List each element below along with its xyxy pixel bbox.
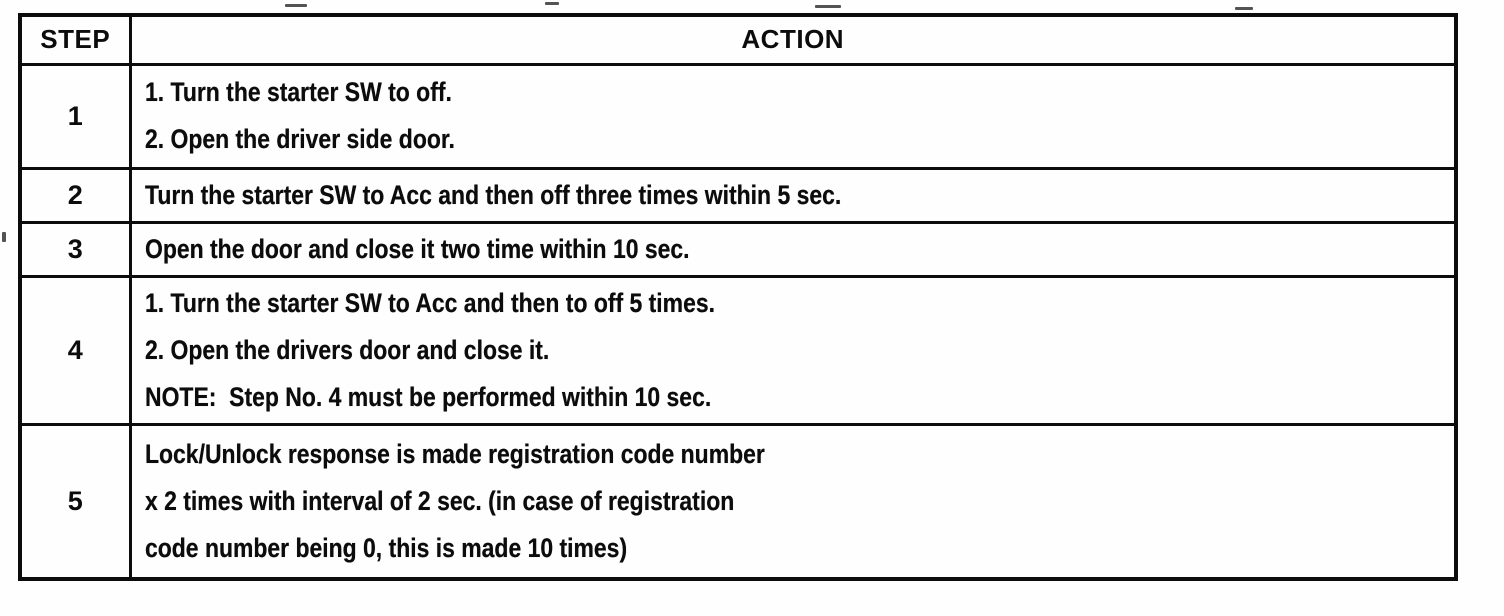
step-number: 5 <box>18 422 132 581</box>
table-row: 2 Turn the starter SW to Acc and then of… <box>18 166 1458 224</box>
action-line: 2. Open the drivers door and close it. <box>144 334 549 365</box>
action-line: NOTE: Step No. 4 must be performed withi… <box>144 381 711 412</box>
step-number: 4 <box>18 274 132 426</box>
action-cell: 1. Turn the starter SW to Acc and then t… <box>128 274 1458 426</box>
action-line: 2. Open the driver side door. <box>144 124 455 154</box>
scan-artifact <box>1235 7 1253 10</box>
table-header: STEP ACTION <box>18 13 1458 66</box>
action-line: 1. Turn the starter SW to Acc and then t… <box>144 287 715 318</box>
step-number: 2 <box>18 166 132 224</box>
action-line: Turn the starter SW to Acc and then off … <box>144 179 841 210</box>
procedure-table: STEP ACTION 1 1. Turn the starter SW to … <box>18 13 1458 581</box>
scan-artifact <box>545 2 559 5</box>
action-line: Open the door and close it two time with… <box>144 233 690 264</box>
action-lines: 1. Turn the starter SW to Acc and then t… <box>145 280 1443 421</box>
action-cell: Turn the starter SW to Acc and then off … <box>128 166 1458 224</box>
action-lines: Open the door and close it two time with… <box>145 226 1443 273</box>
action-cell: Lock/Unlock response is made registratio… <box>128 422 1458 581</box>
scan-artifact <box>815 5 841 8</box>
table-row: 1 1. Turn the starter SW to off. 2. Open … <box>18 62 1458 170</box>
header-row: STEP ACTION <box>18 13 1458 66</box>
action-cell: 1. Turn the starter SW to off. 2. Open th… <box>128 62 1458 170</box>
action-line: Lock/Unlock response is made registratio… <box>144 438 765 469</box>
action-cell: Open the door and close it two time with… <box>128 220 1458 278</box>
scan-artifact <box>285 4 307 7</box>
table-row: 3 Open the door and close it two time wi… <box>18 220 1458 278</box>
scan-artifact <box>2 232 6 242</box>
action-lines: Lock/Unlock response is made registratio… <box>145 431 1443 572</box>
table-row: 4 1. Turn the starter SW to Acc and then… <box>18 274 1458 426</box>
action-lines: Turn the starter SW to Acc and then off … <box>145 172 1443 219</box>
action-line: x 2 times with interval of 2 sec. (in ca… <box>144 485 734 516</box>
table-row: 5 Lock/Unlock response is made registrat… <box>18 422 1458 581</box>
step-column-header: STEP <box>18 13 132 66</box>
action-line: code number being 0, this is made 10 tim… <box>144 532 627 563</box>
action-column-header: ACTION <box>128 13 1458 66</box>
step-number: 3 <box>18 220 132 278</box>
action-line: 1. Turn the starter SW to off. <box>144 77 452 107</box>
table-body: 1 1. Turn the starter SW to off. 2. Open … <box>18 62 1458 581</box>
action-lines: 1. Turn the starter SW to off. 2. Open th… <box>145 69 1443 163</box>
step-number: 1 <box>18 62 132 170</box>
